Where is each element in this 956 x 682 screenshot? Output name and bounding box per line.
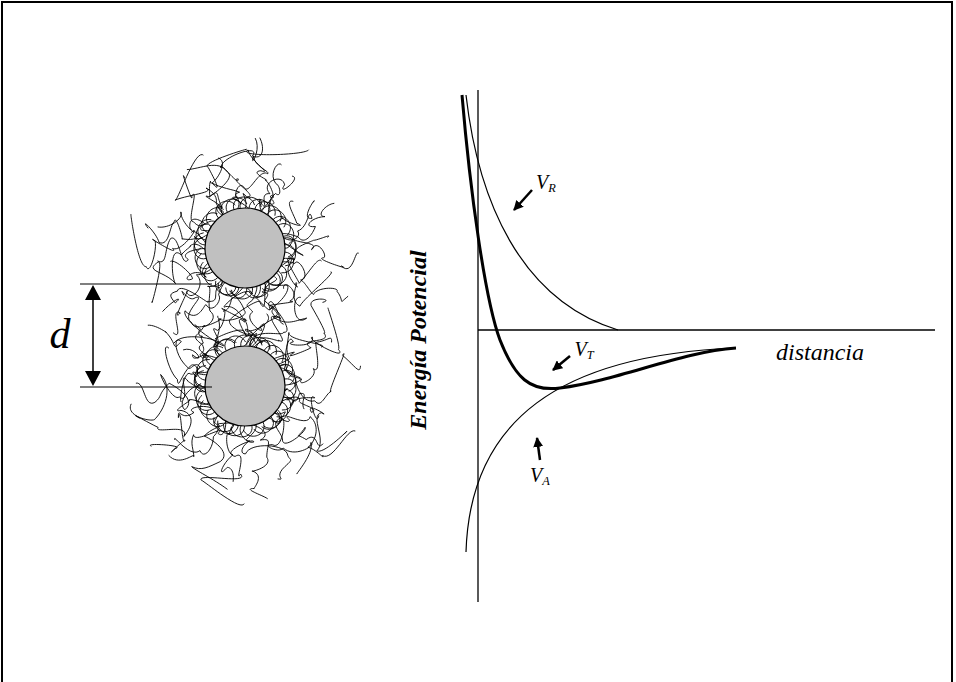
polymer-chain xyxy=(282,236,328,255)
y-axis xyxy=(477,90,478,602)
curve-label: VT xyxy=(574,339,593,362)
polymer-chain xyxy=(218,285,245,320)
polymer-chain xyxy=(201,420,244,505)
polymer-chains xyxy=(130,138,360,505)
polymer-chain xyxy=(182,291,225,356)
polymer-chain xyxy=(283,354,361,404)
polymer-chain xyxy=(260,176,295,214)
axis-label: Energía Potencial xyxy=(406,250,430,429)
polymer-chain xyxy=(148,325,212,373)
polymer-chain xyxy=(131,214,209,269)
total-curve xyxy=(462,95,736,389)
arrowheads xyxy=(85,285,101,386)
polymer-chain xyxy=(248,424,268,499)
axis-label: distancia xyxy=(776,340,864,364)
polymer-chain xyxy=(279,308,340,377)
polymer-chain xyxy=(158,212,211,231)
polymer-chain xyxy=(214,298,232,355)
curve-label: VA xyxy=(530,465,550,488)
leader-arrow xyxy=(537,438,540,460)
polymer-chain xyxy=(170,261,209,280)
polymer-chain xyxy=(273,333,323,367)
curve-label: VR xyxy=(536,172,556,195)
polymer-chain xyxy=(268,164,281,219)
polymer-chain xyxy=(206,158,227,218)
polymer-chain xyxy=(285,245,296,266)
polymer-chain xyxy=(222,308,253,348)
polymer-chain xyxy=(196,278,223,359)
x-axis xyxy=(478,329,935,330)
polymer-chain xyxy=(242,423,291,480)
polymer-chain xyxy=(187,165,231,215)
polymer-chain xyxy=(247,150,309,213)
dimension-line xyxy=(80,386,212,387)
polymer-chain xyxy=(192,421,231,489)
polymer-chain xyxy=(183,349,217,361)
dimension-arrow xyxy=(92,296,94,375)
polymer-chain xyxy=(163,270,223,312)
polymer-chain xyxy=(282,389,304,410)
polymer-chain xyxy=(195,325,219,360)
polymer-chain xyxy=(284,238,296,259)
polymer-chain xyxy=(145,220,208,243)
polymer-chain xyxy=(274,201,300,225)
dimension-label: d xyxy=(50,313,71,355)
polymer-chain xyxy=(281,201,315,240)
polymer-chain xyxy=(207,149,246,211)
polymer-chain xyxy=(259,297,306,354)
polymer-chain xyxy=(274,407,355,457)
dimension-line xyxy=(80,283,212,284)
particle xyxy=(205,208,285,288)
polymer-chain xyxy=(135,400,212,437)
leader-arrow xyxy=(553,356,570,370)
polymer-chain xyxy=(277,338,332,383)
polymer-chain xyxy=(233,138,269,210)
polymer-chain xyxy=(169,413,226,460)
polymer-chain xyxy=(270,299,326,360)
polymer-chain xyxy=(280,203,334,240)
leader-arrow xyxy=(514,190,532,210)
polymer-chain xyxy=(221,424,253,482)
polymer-chain xyxy=(130,375,209,421)
particle xyxy=(205,346,285,426)
